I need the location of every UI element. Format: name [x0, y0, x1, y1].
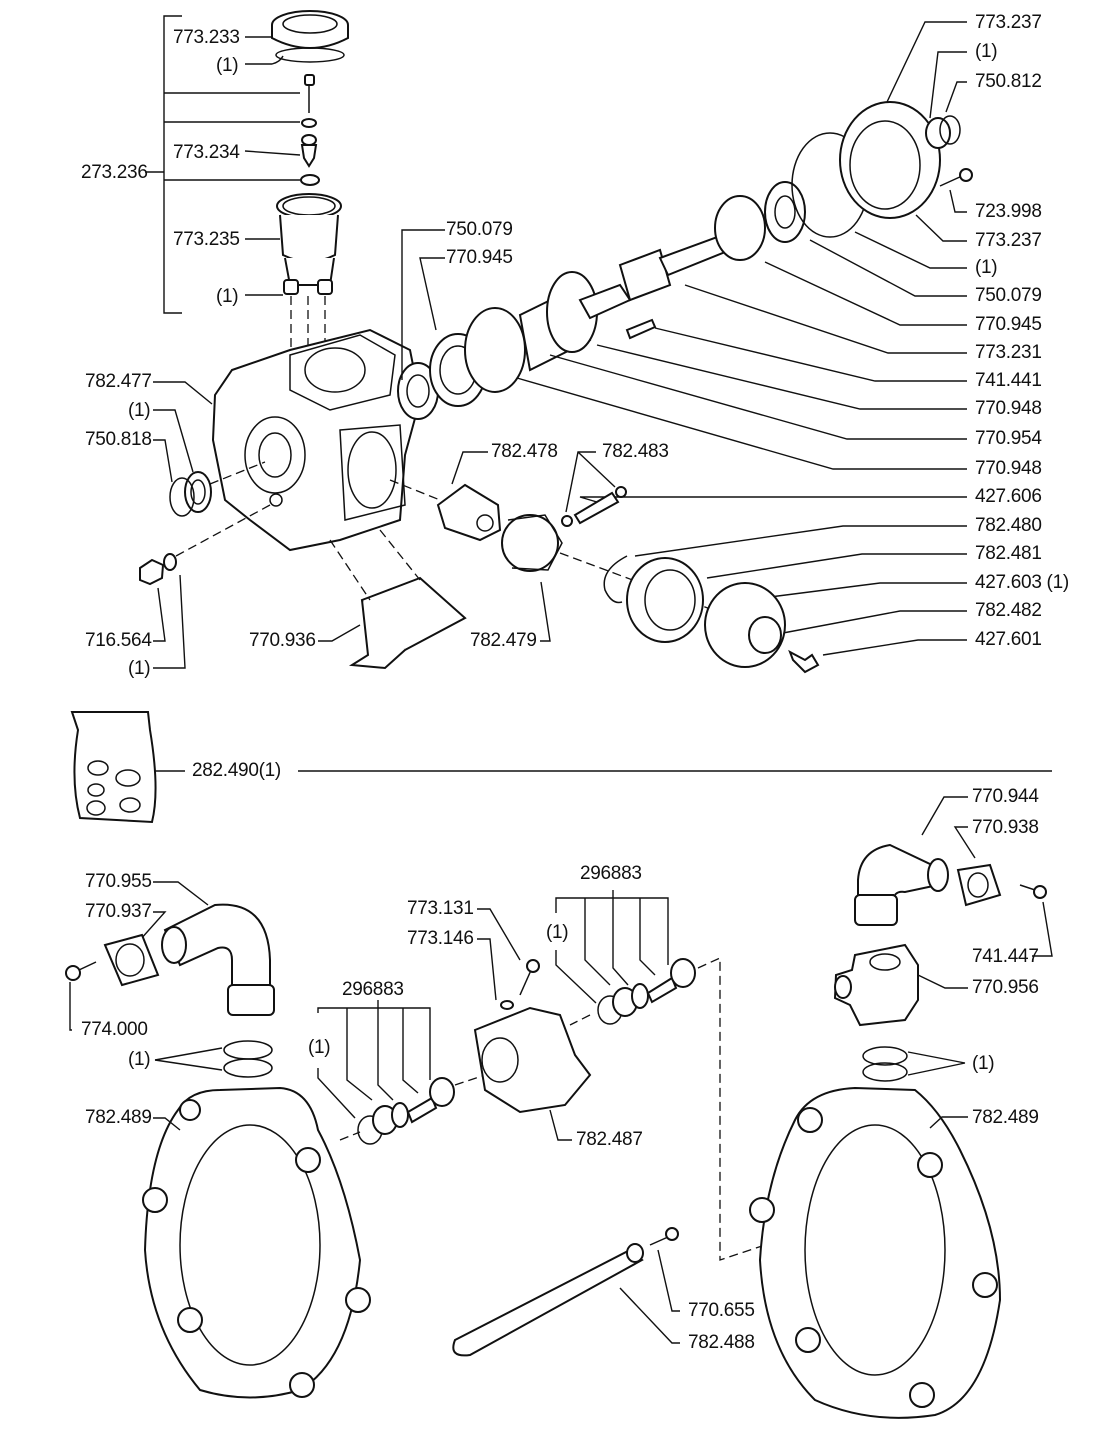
- label-770-655: 770.655: [688, 1300, 755, 1321]
- label-782-481: 782.481: [975, 543, 1042, 564]
- label-782-479: 782.479: [470, 630, 537, 651]
- label-770-948: 770.948: [975, 458, 1042, 479]
- support-foot: [348, 576, 467, 670]
- bearing-housing-773237: [839, 101, 941, 219]
- assembly-bracket-273236: [145, 15, 300, 314]
- label-770-936: 770.936: [249, 630, 316, 651]
- pump-head-782489-left: [142, 1086, 371, 1399]
- label-note-1: (1): [975, 41, 998, 62]
- label-773-237: 773.237: [975, 230, 1042, 251]
- label-770-937: 770.937: [85, 901, 152, 922]
- pump-head-782489-right: [749, 1086, 1002, 1419]
- valve-773234: [300, 134, 318, 168]
- bearing-750079-right: [764, 181, 806, 243]
- label-773-235: 773.235: [173, 229, 240, 250]
- label-note-1: (1): [308, 1037, 331, 1058]
- piston: [501, 514, 563, 572]
- label-741-441: 741.441: [975, 370, 1042, 391]
- washer-782482: [748, 616, 782, 654]
- seal-750812: [925, 115, 961, 149]
- bolt-427601: [788, 649, 820, 674]
- filler-cap: [271, 10, 349, 63]
- label-770-944: 770.944: [972, 786, 1039, 807]
- label-773-131: 773.131: [407, 898, 474, 919]
- diaphragm-782481: [626, 557, 704, 643]
- o-rings-left: [223, 1040, 273, 1078]
- label-723-998: 723.998: [975, 201, 1042, 222]
- label-750-812: 750.812: [975, 71, 1042, 92]
- screw-774000: [65, 961, 97, 981]
- elbow-770944: [854, 843, 949, 926]
- label-782-478: 782.478: [491, 441, 558, 462]
- label-282-490: 282.490(1): [192, 760, 281, 781]
- label-770-938: 770.938: [972, 817, 1039, 838]
- label-773-233: 773.233: [173, 27, 240, 48]
- bearing-750079-left: [397, 362, 439, 420]
- label-427-601: 427.601: [975, 629, 1042, 650]
- label-296883: 296883: [580, 863, 642, 884]
- piston-pin: [561, 486, 627, 527]
- label-770-954: 770.954: [975, 428, 1042, 449]
- label-770-955: 770.955: [85, 871, 152, 892]
- label-782-480: 782.480: [975, 515, 1042, 536]
- screw-723998: [939, 168, 973, 187]
- label-773-231: 773.231: [975, 342, 1042, 363]
- label-770-948: 770.948: [975, 398, 1042, 419]
- label-note-1: (1): [128, 1049, 151, 1070]
- seal-kit-bag: [70, 711, 157, 824]
- label-note-1: (1): [216, 286, 239, 307]
- label-782-483: 782.483: [602, 441, 669, 462]
- label-750-079: 750.079: [446, 219, 513, 240]
- screw-773131: [519, 959, 540, 996]
- label-716-564: 716.564: [85, 630, 152, 651]
- label-note-1: (1): [972, 1053, 995, 1074]
- circlip-782480: [603, 555, 628, 604]
- label-427-603: 427.603 (1): [975, 572, 1069, 593]
- label-774-000: 774.000: [81, 1019, 148, 1040]
- label-782-482: 782.482: [975, 600, 1042, 621]
- label-note-1: (1): [216, 55, 239, 76]
- pump-body-782477: [211, 328, 422, 552]
- label-782-488: 782.488: [688, 1332, 755, 1353]
- label-782-489: 782.489: [85, 1107, 152, 1128]
- valve-right: [597, 958, 696, 1025]
- valve-left: [357, 1077, 455, 1145]
- manifold-770956: [833, 943, 919, 1027]
- label-773-237: 773.237: [975, 12, 1042, 33]
- seal-770945-right: [714, 195, 766, 261]
- label-770-945: 770.945: [975, 314, 1042, 335]
- screw-741447: [1019, 884, 1047, 899]
- o-rings-right: [862, 1046, 908, 1082]
- label-770-956: 770.956: [972, 977, 1039, 998]
- label-782-487: 782.487: [576, 1129, 643, 1150]
- label-273-236: 273.236: [81, 162, 148, 183]
- drain-plug: [139, 553, 177, 586]
- gasket-770937: [103, 933, 160, 987]
- label-770-945: 770.945: [446, 247, 513, 268]
- screw: [304, 74, 315, 113]
- label-750-818: 750.818: [85, 429, 152, 450]
- handle-782488: [452, 1243, 644, 1357]
- label-note-1: (1): [975, 257, 998, 278]
- label-773-234: 773.234: [173, 142, 240, 163]
- elbow-770955: [161, 903, 275, 1016]
- label-782-477: 782.477: [85, 371, 152, 392]
- valve-body-782487: [473, 1006, 592, 1114]
- label-note-1: (1): [546, 922, 569, 943]
- label-741-447: 741.447: [972, 946, 1039, 967]
- label-296883: 296883: [342, 979, 404, 1000]
- gasket-770938: [956, 863, 1002, 907]
- label-note-1: (1): [128, 400, 151, 421]
- label-782-489: 782.489: [972, 1107, 1039, 1128]
- label-note-1: (1): [128, 658, 151, 679]
- oil-reservoir: [276, 193, 342, 295]
- crankshaft: [464, 223, 757, 393]
- label-773-146: 773.146: [407, 928, 474, 949]
- oil-seal-750818: [169, 471, 212, 517]
- label-427-606: 427.606: [975, 486, 1042, 507]
- label-750-079: 750.079: [975, 285, 1042, 306]
- connecting-rod: [436, 483, 502, 542]
- key-741441: [625, 318, 657, 340]
- screw-770655: [649, 1227, 679, 1246]
